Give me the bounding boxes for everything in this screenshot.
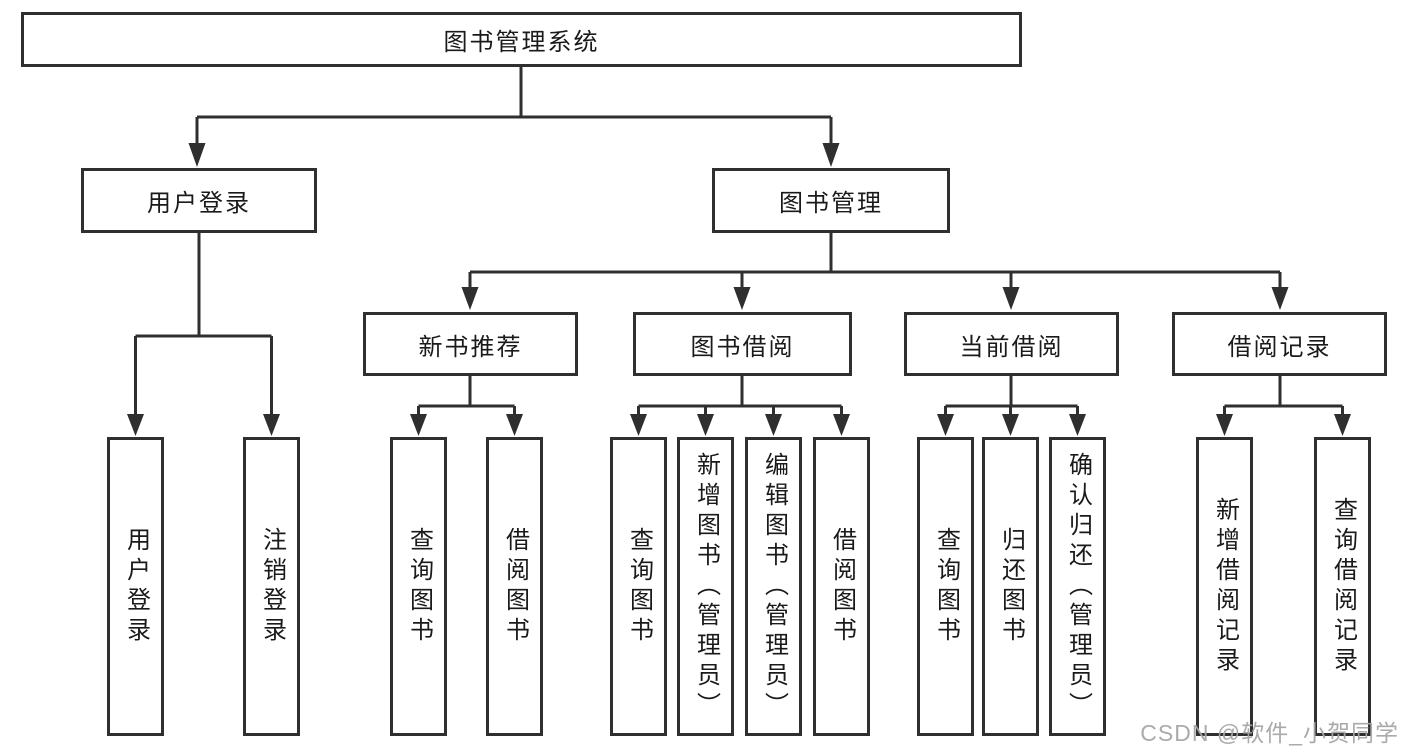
node-label: 新书推荐 [418, 333, 523, 361]
node-label: 当前借阅 [959, 333, 1064, 361]
arrowhead-icons [127, 143, 1351, 436]
node-label: 新增图书（管理员） [692, 451, 720, 722]
node-new-book-recommend: 新书推荐 [363, 312, 578, 376]
node-book-management-branch: 图书管理 [712, 168, 950, 233]
node-label: 新增借阅记录 [1211, 496, 1239, 677]
node-root-system: 图书管理系统 [21, 12, 1022, 67]
node-label: 确认归还（管理员） [1064, 451, 1092, 722]
leaf-query-book-3: 查询图书 [917, 437, 974, 736]
node-label: 归还图书 [997, 526, 1025, 647]
leaf-borrow-book-2: 借阅图书 [813, 437, 870, 736]
leaf-edit-book-admin: 编辑图书（管理员） [745, 437, 802, 736]
node-label: 查询图书 [625, 526, 653, 647]
leaf-query-book-1: 查询图书 [390, 437, 447, 736]
node-book-borrow: 图书借阅 [633, 312, 852, 376]
leaf-query-book-2: 查询图书 [610, 437, 667, 736]
leaf-add-borrow-record: 新增借阅记录 [1196, 437, 1253, 736]
node-label: 查询图书 [405, 526, 433, 647]
node-label: 图书借阅 [690, 333, 795, 361]
leaf-return-book: 归还图书 [982, 437, 1039, 736]
leaf-user-login: 用户登录 [107, 437, 164, 736]
node-borrow-records: 借阅记录 [1172, 312, 1387, 376]
leaf-confirm-return-admin: 确认归还（管理员） [1049, 437, 1106, 736]
node-label: 借阅图书 [501, 526, 529, 647]
node-label: 用户登录 [122, 526, 150, 647]
leaf-add-book-admin: 新增图书（管理员） [677, 437, 734, 736]
leaf-borrow-book-1: 借阅图书 [486, 437, 543, 736]
node-user-login-branch: 用户登录 [81, 168, 317, 233]
node-label: 查询借阅记录 [1329, 496, 1357, 677]
node-label: 编辑图书（管理员） [760, 451, 788, 722]
node-label: 借阅记录 [1227, 333, 1332, 361]
connector-stems [134, 67, 1344, 416]
node-label: 图书管理系统 [443, 29, 600, 56]
node-label: 借阅图书 [828, 526, 856, 647]
node-label: 查询图书 [932, 526, 960, 647]
node-label: 用户登录 [147, 190, 251, 217]
node-current-borrow: 当前借阅 [904, 312, 1119, 376]
leaf-logout: 注销登录 [243, 437, 300, 736]
node-label: 注销登录 [258, 526, 286, 647]
node-label: 图书管理 [779, 190, 883, 217]
leaf-query-borrow-record: 查询借阅记录 [1314, 437, 1371, 736]
